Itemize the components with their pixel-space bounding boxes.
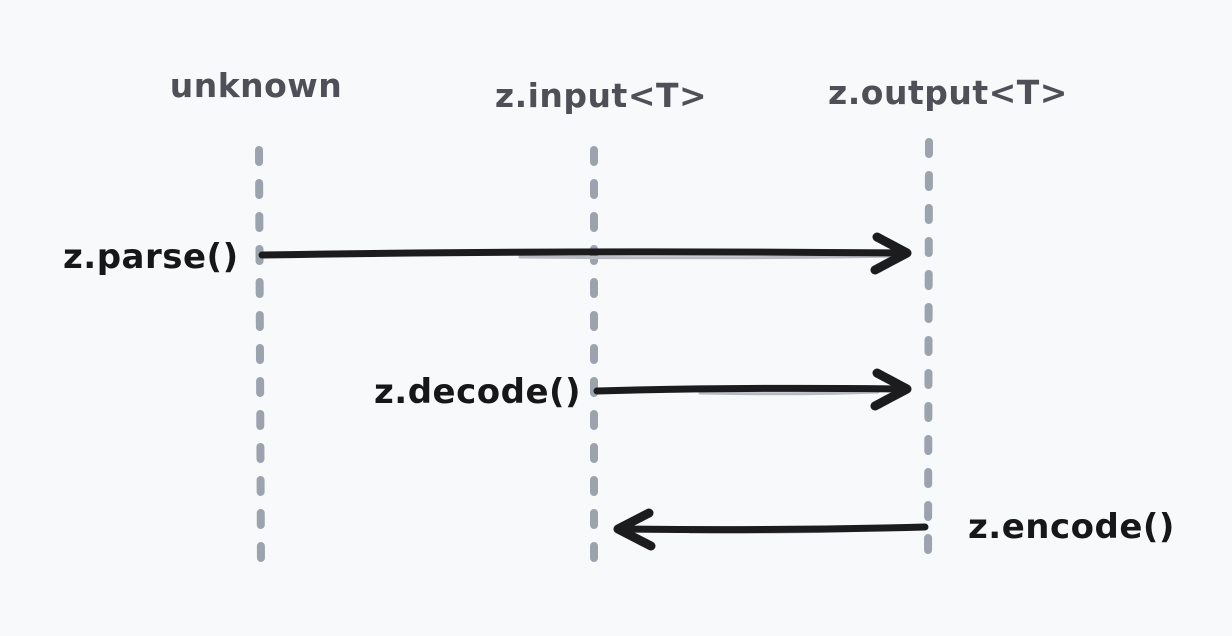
message-label-encode: z.encode() xyxy=(968,507,1175,547)
lifeline-z-output xyxy=(924,138,933,574)
actor-label-unknown: unknown xyxy=(169,66,343,105)
actor-label-z-output: z.output<T> xyxy=(828,73,1068,112)
actor-label-z-input: z.input<T> xyxy=(494,76,708,115)
arrow-parse-understroke xyxy=(518,254,900,260)
message-label-decode: z.decode() xyxy=(374,372,582,412)
arrow-decode-understroke xyxy=(698,390,880,396)
arrow-decode-shaft xyxy=(593,384,907,395)
arrow-decode-head xyxy=(870,368,912,411)
arrow-encode-head xyxy=(613,508,656,551)
arrow-parse-head xyxy=(870,232,912,275)
message-label-parse: z.parse() xyxy=(63,237,239,277)
arrow-encode-shaft xyxy=(618,523,929,534)
arrow-parse-shaft xyxy=(258,248,907,259)
lifeline-unknown xyxy=(255,146,265,574)
